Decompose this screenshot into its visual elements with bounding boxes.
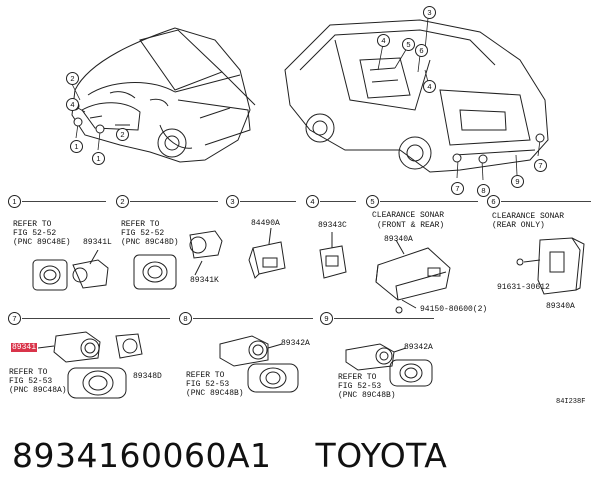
highlighted-part-number[interactable]: 89341 [11, 343, 38, 352]
callout-9-rear[interactable]: 9 [511, 175, 524, 188]
panel-9-sensor-drawing [345, 343, 433, 387]
panel-5-title-1: CLEARANCE SONAR [372, 211, 445, 220]
panel-8-divider [193, 318, 313, 319]
panel-8-number: 8 [179, 312, 192, 325]
panel-4-part-drawing [319, 232, 347, 279]
panel-8-ref-2: FIG 52-53 [186, 380, 230, 389]
panel-2-sensor-drawing [133, 230, 223, 290]
panel-6-ecu-drawing [516, 237, 585, 295]
panel-9-number: 9 [320, 312, 333, 325]
callout-1-front-b[interactable]: 1 [92, 152, 105, 165]
callout-7-rear-a[interactable]: 7 [451, 182, 464, 195]
callout-5-rear[interactable]: 5 [402, 38, 415, 51]
panel-7-sensor-drawing [38, 331, 143, 399]
panel-8-part[interactable]: 89342A [281, 339, 310, 348]
panel-2-ref-3: (PNC 89C48D) [121, 238, 179, 247]
panel-6-title-1: CLEARANCE SONAR [492, 212, 565, 221]
footer-brand: TOYOTA [315, 436, 448, 475]
panel-2-number: 2 [116, 195, 129, 208]
panel-3-number: 3 [226, 195, 239, 208]
callout-2-front[interactable]: 2 [66, 72, 79, 85]
panel-5-ecu-drawing [375, 240, 451, 314]
panel-1-ref-2: FIG 52-52 [13, 229, 57, 238]
panel-7-ref-1: REFER TO [9, 368, 48, 377]
panel-5-bolt[interactable]: 94150-80600(2) [420, 305, 488, 314]
callout-1-front-a[interactable]: 1 [70, 140, 83, 153]
panel-4-part[interactable]: 89343C [318, 221, 347, 230]
panel-1-sensor-drawing [32, 250, 109, 291]
panel-6-bolt[interactable]: 91631-30612 [497, 283, 550, 292]
panel-9-part[interactable]: 89342A [404, 343, 433, 352]
callout-6-rear[interactable]: 6 [415, 44, 428, 57]
panel-8-ref-3: (PNC 89C48B) [186, 389, 244, 398]
panel-7-ref-2: FIG 52-53 [9, 377, 53, 386]
panel-2-ref-2: FIG 52-52 [121, 229, 165, 238]
panel-7-part[interactable]: 89348D [133, 372, 162, 381]
callout-4-rear[interactable]: 4 [377, 34, 390, 47]
panel-7-ref-3: (PNC 89C48A) [9, 386, 67, 395]
footer-caption: 8934160060A1 TOYOTA [12, 436, 447, 475]
callout-8-rear[interactable]: 8 [477, 184, 490, 197]
panel-5-part[interactable]: 89340A [384, 235, 413, 244]
panel-3-part[interactable]: 84490A [251, 219, 280, 228]
panel-4-divider [320, 201, 356, 202]
panel-3-part-drawing [248, 228, 286, 279]
panel-6-title-2: (REAR ONLY) [492, 221, 545, 230]
panel-5-divider [380, 201, 478, 202]
callout-7-rear-b[interactable]: 7 [534, 159, 547, 172]
panel-5-number: 5 [366, 195, 379, 208]
callout-4-rear-b[interactable]: 4 [423, 80, 436, 93]
panel-1-divider [22, 201, 106, 202]
panel-7-highlighted-part[interactable]: 89341 [11, 343, 38, 352]
panel-8-ref-1: REFER TO [186, 371, 225, 380]
panel-9-ref-2: FIG 52-53 [338, 382, 382, 391]
panel-9-divider [334, 318, 434, 319]
panel-4-number: 4 [306, 195, 319, 208]
callout-2-front-b[interactable]: 2 [116, 128, 129, 141]
panel-3-divider [240, 201, 296, 202]
rear-vehicle-drawing [284, 19, 549, 173]
panel-9-ref-3: (PNC 89C48B) [338, 391, 396, 400]
panel-1-part[interactable]: 89341L [83, 238, 112, 247]
panel-6-divider [501, 201, 591, 202]
panel-7-divider [22, 318, 170, 319]
panel-1-number: 1 [8, 195, 21, 208]
figure-code: 84I238F [556, 398, 586, 406]
front-vehicle-drawing [71, 27, 256, 163]
panel-2-ref-1: REFER TO [121, 220, 160, 229]
panel-9-ref-1: REFER TO [338, 373, 377, 382]
panel-5-title-2: (FRONT & REAR) [377, 221, 445, 230]
panel-7-number: 7 [8, 312, 21, 325]
panel-2-part[interactable]: 89341K [190, 276, 219, 285]
panel-6-part[interactable]: 89340A [546, 302, 575, 311]
panel-1-ref-1: REFER TO [13, 220, 52, 229]
vehicle-illustrations [70, 17, 549, 181]
callout-4-front[interactable]: 4 [66, 98, 79, 111]
panel-1-ref-3: (PNC 89C48E) [13, 238, 71, 247]
callout-3-rear[interactable]: 3 [423, 6, 436, 19]
panel-2-divider [130, 201, 218, 202]
panel-6-number: 6 [487, 195, 500, 208]
panel-8-sensor-drawing [219, 335, 299, 393]
footer-part-number: 8934160060A1 [12, 436, 272, 475]
